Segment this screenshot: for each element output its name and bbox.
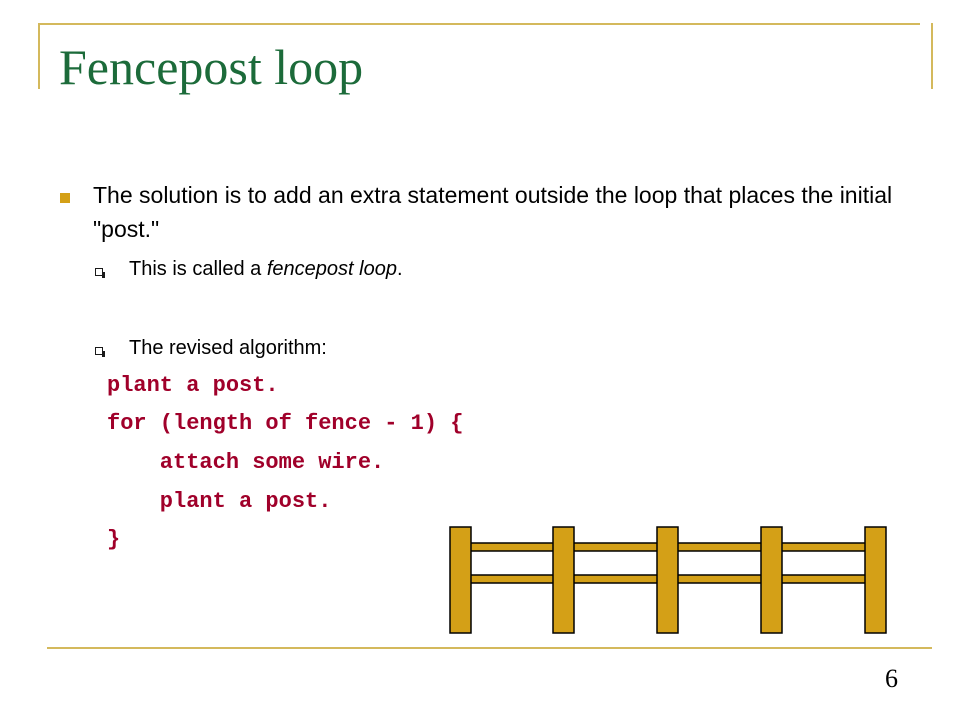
bullet-text: The solution is to add an extra statemen… — [93, 182, 893, 242]
slide-frame-right-rule — [931, 23, 933, 89]
fence-post — [864, 526, 887, 634]
fence-posts — [449, 526, 887, 634]
code-line: } — [107, 527, 121, 552]
slide-title: Fencepost loop — [59, 39, 364, 95]
page-number: 6 — [885, 664, 898, 693]
sub-bullet-text-algorithm: The revised algorithm: — [129, 337, 327, 359]
checkbox-bullet-icon — [95, 268, 105, 278]
fence-post — [552, 526, 575, 634]
sub-bullet-suffix: . — [396, 258, 403, 280]
code-line: plant a post. — [107, 489, 332, 514]
sub-bullet-text-fencepost: This is called a fencepost loop. — [129, 257, 403, 281]
fence-post — [760, 526, 783, 634]
slide-frame-top-rule — [40, 23, 920, 25]
fence-post — [656, 526, 679, 634]
sub-bullet-prefix: This is called a — [129, 258, 267, 280]
code-line: for (length of fence - 1) { — [107, 411, 464, 436]
code-line: attach some wire. — [107, 450, 385, 475]
square-bullet-icon — [60, 193, 70, 203]
slide-frame-left-rule — [38, 23, 40, 89]
sub-bullet-emphasis: fencepost loop — [266, 258, 397, 280]
checkbox-bullet-icon — [95, 347, 105, 357]
code-line: plant a post. — [107, 373, 279, 398]
fence-post — [449, 526, 472, 634]
slide-frame-bottom-rule — [47, 647, 932, 649]
fence-illustration — [449, 526, 887, 634]
